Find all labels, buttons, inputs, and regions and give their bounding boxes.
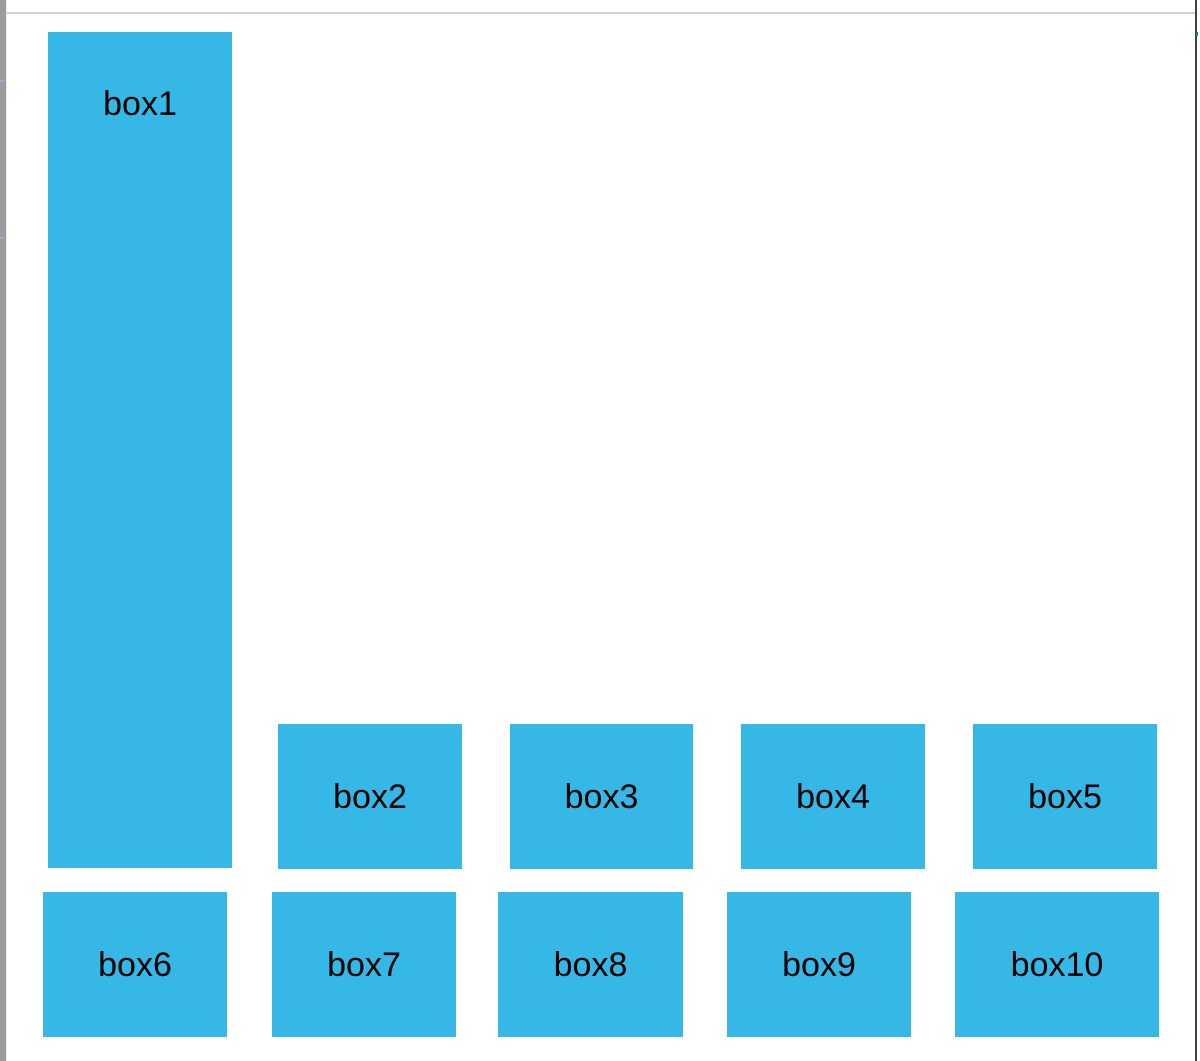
background-text-fragment: f	[0, 422, 6, 444]
background-text-fragment: d	[0, 316, 6, 338]
background-text-fragment: f	[0, 452, 6, 474]
background-text-fragment: *	[0, 492, 6, 514]
grid-box-box6: box6	[43, 892, 227, 1037]
right-border-accent-dot	[1196, 32, 1198, 36]
background-text-fragment: g	[0, 356, 6, 378]
grid-box-box7: box7	[272, 892, 456, 1037]
background-tick-mark	[0, 237, 5, 239]
grid-box-box4: box4	[741, 724, 925, 869]
grid-box-box5: box5	[973, 724, 1157, 869]
background-text-fragment: t	[0, 286, 6, 308]
background-text-fragment: j	[0, 556, 6, 578]
background-tick-mark	[0, 80, 5, 82]
window-right-border	[1195, 0, 1197, 1061]
background-text-fragment: /	[0, 388, 6, 410]
grid-box-box9: box9	[727, 892, 911, 1037]
grid-box-box3: box3	[510, 724, 693, 869]
grid-box-box1: box1	[48, 32, 232, 868]
background-window-strip: tdg/ff*fjs	[0, 0, 7, 1061]
top-divider-line	[6, 12, 1196, 14]
grid-box-box10: box10	[955, 892, 1159, 1037]
grid-box-box8: box8	[498, 892, 683, 1037]
background-text-fragment: f	[0, 524, 6, 546]
background-text-fragment: s	[0, 598, 6, 620]
grid-box-box2: box2	[278, 724, 462, 869]
